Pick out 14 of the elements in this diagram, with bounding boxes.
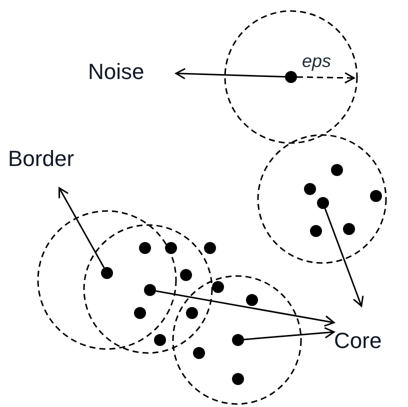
point-type-label: Noise	[88, 61, 144, 83]
data-point	[317, 197, 329, 209]
data-point	[101, 267, 113, 279]
data-point	[232, 334, 244, 346]
radius-label: eps	[302, 52, 332, 70]
arrow	[244, 327, 335, 340]
arrow	[58, 187, 105, 268]
arrow	[156, 290, 335, 327]
point-type-label: Border	[8, 148, 74, 170]
data-point	[144, 284, 156, 296]
arrow	[175, 68, 286, 80]
point-type-label: Core	[334, 330, 382, 352]
data-point	[285, 71, 297, 83]
arrow	[324, 208, 364, 307]
